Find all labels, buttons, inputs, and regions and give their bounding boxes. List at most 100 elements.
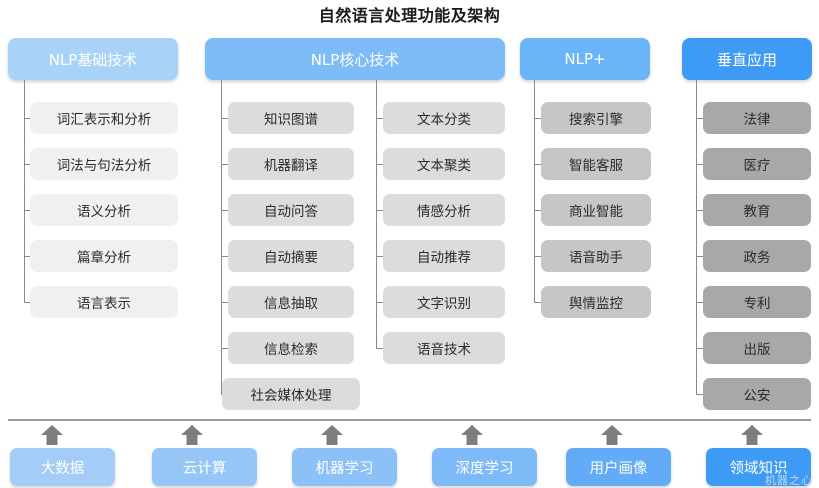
column-header-nlp_basic[interactable]: NLP基础技术 (8, 38, 178, 80)
item-label: 语音助手 (569, 250, 623, 266)
foundation-pill[interactable]: 领域知识 (706, 448, 811, 486)
connector-stub (696, 164, 703, 165)
item-box[interactable]: 词法与句法分析 (30, 148, 178, 180)
item-box[interactable]: 社会媒体处理 (222, 378, 360, 410)
connector-stem (24, 80, 25, 302)
foundation-pill[interactable]: 机器学习 (292, 448, 397, 486)
connector-stub (24, 302, 30, 303)
item-box[interactable]: 篇章分析 (30, 240, 178, 272)
item-box[interactable]: 自动推荐 (383, 240, 505, 272)
item-box[interactable]: 智能客服 (541, 148, 651, 180)
item-box[interactable]: 专利 (703, 286, 811, 318)
connector-stub (534, 118, 541, 119)
up-arrow-icon (319, 424, 345, 446)
item-box[interactable]: 信息检索 (228, 332, 354, 364)
connector-stub (221, 210, 228, 211)
connector-stem (534, 80, 535, 302)
column-header-label: NLP核心技术 (310, 50, 400, 69)
foundation-pill-label: 深度学习 (455, 460, 514, 477)
foundation-pill[interactable]: 深度学习 (432, 448, 537, 486)
connector-stub (696, 302, 703, 303)
item-box[interactable]: 文本分类 (383, 102, 505, 134)
item-label: 社会媒体处理 (250, 388, 332, 404)
foundation-pill-label: 用户画像 (589, 460, 648, 477)
item-label: 文本聚类 (417, 158, 471, 174)
item-box[interactable]: 舆情监控 (541, 286, 651, 318)
connector-stub (376, 210, 383, 211)
item-box[interactable]: 政务 (703, 240, 811, 272)
item-label: 出版 (743, 342, 771, 358)
connector-stub (221, 302, 228, 303)
item-box[interactable]: 法律 (703, 102, 811, 134)
item-box[interactable]: 语义分析 (30, 194, 178, 226)
column-header-label: NLP+ (564, 50, 606, 68)
item-box[interactable]: 语言表示 (30, 286, 178, 318)
item-box[interactable]: 医疗 (703, 148, 811, 180)
foundation-pill[interactable]: 用户画像 (566, 448, 671, 486)
item-label: 法律 (743, 112, 771, 128)
item-label: 医疗 (743, 158, 771, 174)
connector-stub (221, 164, 228, 165)
item-box[interactable]: 文本聚类 (383, 148, 505, 180)
column-header-nlp_core[interactable]: NLP核心技术 (205, 38, 505, 80)
connector-stub (534, 256, 541, 257)
item-label: 舆情监控 (569, 296, 623, 312)
item-box[interactable]: 信息抽取 (228, 286, 354, 318)
connector-stub (24, 118, 30, 119)
connector-stub (376, 256, 383, 257)
up-arrow-icon (179, 424, 205, 446)
connector-stem (696, 80, 697, 394)
item-box[interactable]: 教育 (703, 194, 811, 226)
up-arrow-icon (599, 424, 625, 446)
up-arrow-icon (459, 424, 485, 446)
connector-stub (376, 348, 383, 349)
item-box[interactable]: 搜索引擎 (541, 102, 651, 134)
up-arrow-icon (39, 424, 65, 446)
item-box[interactable]: 文字识别 (383, 286, 505, 318)
foundation-pill[interactable]: 云计算 (152, 448, 257, 486)
item-box[interactable]: 出版 (703, 332, 811, 364)
connector-stem (221, 80, 222, 394)
watermark: 机器之心 (765, 474, 813, 487)
item-box[interactable]: 语音助手 (541, 240, 651, 272)
item-box[interactable]: 公安 (703, 378, 811, 410)
item-label: 篇章分析 (77, 250, 131, 266)
item-label: 专利 (743, 296, 771, 312)
item-label: 政务 (743, 250, 771, 266)
foundation-pill-label: 大数据 (40, 460, 85, 477)
item-label: 公安 (743, 388, 771, 404)
item-box[interactable]: 语音技术 (383, 332, 505, 364)
item-label: 信息抽取 (264, 296, 318, 312)
column-header-nlp_plus[interactable]: NLP+ (520, 38, 650, 80)
connector-stub (221, 394, 222, 395)
item-box[interactable]: 机器翻译 (228, 148, 354, 180)
item-label: 信息检索 (264, 342, 318, 358)
item-label: 商业智能 (569, 204, 623, 220)
column-header-label: 垂直应用 (716, 50, 777, 69)
item-box[interactable]: 商业智能 (541, 194, 651, 226)
connector-stub (534, 210, 541, 211)
item-label: 语言表示 (77, 296, 131, 312)
item-label: 机器翻译 (264, 158, 318, 174)
foundation-divider (8, 419, 811, 421)
up-arrow-icon (739, 424, 765, 446)
item-box[interactable]: 自动问答 (228, 194, 354, 226)
item-label: 词法与句法分析 (56, 158, 152, 174)
connector-stub (24, 210, 30, 211)
item-box[interactable]: 知识图谱 (228, 102, 354, 134)
page-title: 自然语言处理功能及架构 (318, 6, 501, 25)
foundation-pill[interactable]: 大数据 (10, 448, 115, 486)
connector-stub (24, 256, 30, 257)
foundation-pill-label: 云计算 (182, 460, 227, 477)
connector-stub (221, 118, 228, 119)
foundation-pill-label: 领域知识 (729, 460, 788, 477)
connector-stem (376, 80, 377, 348)
connector-stub (376, 164, 383, 165)
item-box[interactable]: 情感分析 (383, 194, 505, 226)
connector-stub (696, 210, 703, 211)
connector-stub (696, 348, 703, 349)
column-header-vertical_apps[interactable]: 垂直应用 (682, 38, 812, 80)
item-box[interactable]: 词汇表示和分析 (30, 102, 178, 134)
item-box[interactable]: 自动摘要 (228, 240, 354, 272)
item-label: 智能客服 (569, 158, 623, 174)
